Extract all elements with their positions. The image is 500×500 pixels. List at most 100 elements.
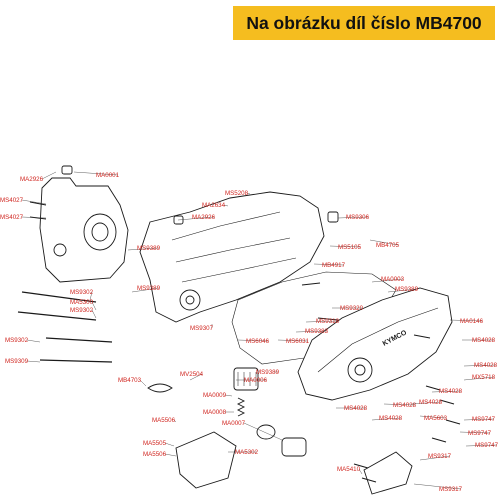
bushing-right — [327, 211, 339, 223]
part-label: MS9389 — [137, 285, 161, 292]
leader-line — [463, 418, 495, 421]
leader-line — [413, 483, 462, 490]
part-label: MS9747 — [468, 430, 492, 437]
part-label: MA0003 — [381, 276, 405, 283]
part-label: MX5718 — [472, 374, 496, 381]
part-label: MS4028 — [419, 399, 443, 406]
leader-line — [463, 364, 497, 367]
part-label: MS9318 — [316, 318, 340, 325]
part-label: MS4028 — [439, 388, 463, 395]
part-label: MS9383 — [305, 328, 329, 335]
leader-line — [277, 339, 309, 342]
leader-line — [465, 444, 498, 447]
part-label: MS9306 — [346, 214, 370, 221]
leader-line — [295, 330, 328, 333]
leader-line — [224, 394, 233, 397]
part-label: MB4705 — [376, 242, 400, 249]
part-label: MA0146 — [460, 318, 484, 325]
leader-line — [26, 360, 41, 363]
air-filter — [233, 367, 259, 391]
leader-line — [246, 192, 251, 195]
part-label: MB4917 — [322, 262, 346, 269]
part-label: MS9302 — [70, 289, 94, 296]
side-plate — [175, 431, 237, 489]
part-label: MA0008 — [203, 409, 227, 416]
leader-line — [164, 453, 177, 457]
leader-line — [21, 199, 47, 205]
leader-line — [358, 468, 363, 475]
leader-line — [419, 415, 447, 419]
part-label: MA0006 — [244, 377, 268, 384]
pump-part — [281, 437, 307, 457]
part-label: MS4028 — [379, 415, 403, 422]
leader-line — [91, 301, 97, 311]
leader-line — [419, 455, 451, 461]
leader-line — [383, 403, 416, 406]
leader-line — [189, 373, 203, 381]
part-label: MA2926 — [20, 176, 44, 183]
part-label: MS6031 — [286, 338, 310, 345]
leader-line — [431, 390, 462, 393]
part-label: MS9389 — [137, 245, 161, 252]
part-label: MS9317 — [439, 486, 463, 493]
leader-line — [329, 245, 361, 248]
seal-ring — [256, 424, 276, 440]
part-labels: MA0001MA2926MS4027MS4027MS5208MA2634MA29… — [0, 171, 499, 493]
part-label: MS4028 — [344, 405, 368, 412]
part-label: MS9307 — [190, 325, 214, 332]
part-label: MA5410 — [337, 466, 361, 473]
leader-line — [313, 263, 345, 266]
part-label: MS9302 — [70, 307, 94, 314]
part-label: MB4703 — [118, 377, 142, 384]
leader-line — [463, 376, 495, 381]
bottom-bracket — [363, 451, 413, 495]
part-label: MS6046 — [246, 338, 270, 345]
drive-cover — [297, 287, 453, 401]
long-bolts — [17, 291, 113, 363]
leader-line — [139, 379, 147, 387]
leader-line — [26, 339, 41, 343]
spring — [236, 397, 246, 417]
part-label: MS5208 — [225, 190, 249, 197]
part-label: MV2504 — [180, 371, 204, 378]
part-label: MS9320 — [340, 305, 364, 312]
leader-line — [371, 278, 404, 283]
leader-line — [173, 419, 177, 423]
part-label: MA5505 — [143, 440, 167, 447]
part-label: MA2926 — [192, 214, 216, 221]
leader-line — [91, 309, 97, 319]
part-label: MA0009 — [203, 392, 227, 399]
leader-line — [21, 216, 47, 219]
leader-line — [459, 431, 491, 434]
leader-line — [89, 291, 93, 301]
part-label: MA5603 — [424, 415, 448, 422]
part-label: MS4027 — [0, 214, 24, 221]
part-label: MA5506 — [152, 417, 176, 424]
parts-drawing: KYMCO — [17, 165, 461, 495]
leader-line — [177, 216, 215, 221]
part-label: MS9389 — [395, 286, 419, 293]
part-label: MS9302 — [5, 337, 29, 344]
leader-line — [411, 401, 442, 405]
part-label: MA5300 — [70, 299, 94, 306]
leader-line — [243, 422, 283, 441]
part-label: MA5506 — [143, 451, 167, 458]
part-label: MA0007 — [222, 420, 246, 427]
leader-line — [223, 204, 229, 207]
part-label: MS4028 — [472, 337, 496, 344]
part-label: MS9747 — [472, 416, 496, 423]
leader-line — [164, 442, 175, 447]
leader-line — [41, 171, 57, 180]
part-label: MS9317 — [428, 453, 452, 460]
bushing-top — [61, 165, 73, 175]
part-label: MA5302 — [235, 449, 259, 456]
leader-line — [369, 239, 399, 246]
leader-line — [449, 319, 483, 322]
part-label: MS4028 — [393, 402, 417, 409]
leader-line — [131, 287, 160, 293]
banner-text: Na obrázku díl číslo MB4700 — [246, 12, 482, 33]
main-crankcase — [139, 191, 325, 323]
part-label: MS9747 — [475, 442, 499, 449]
leader-line — [371, 417, 402, 421]
